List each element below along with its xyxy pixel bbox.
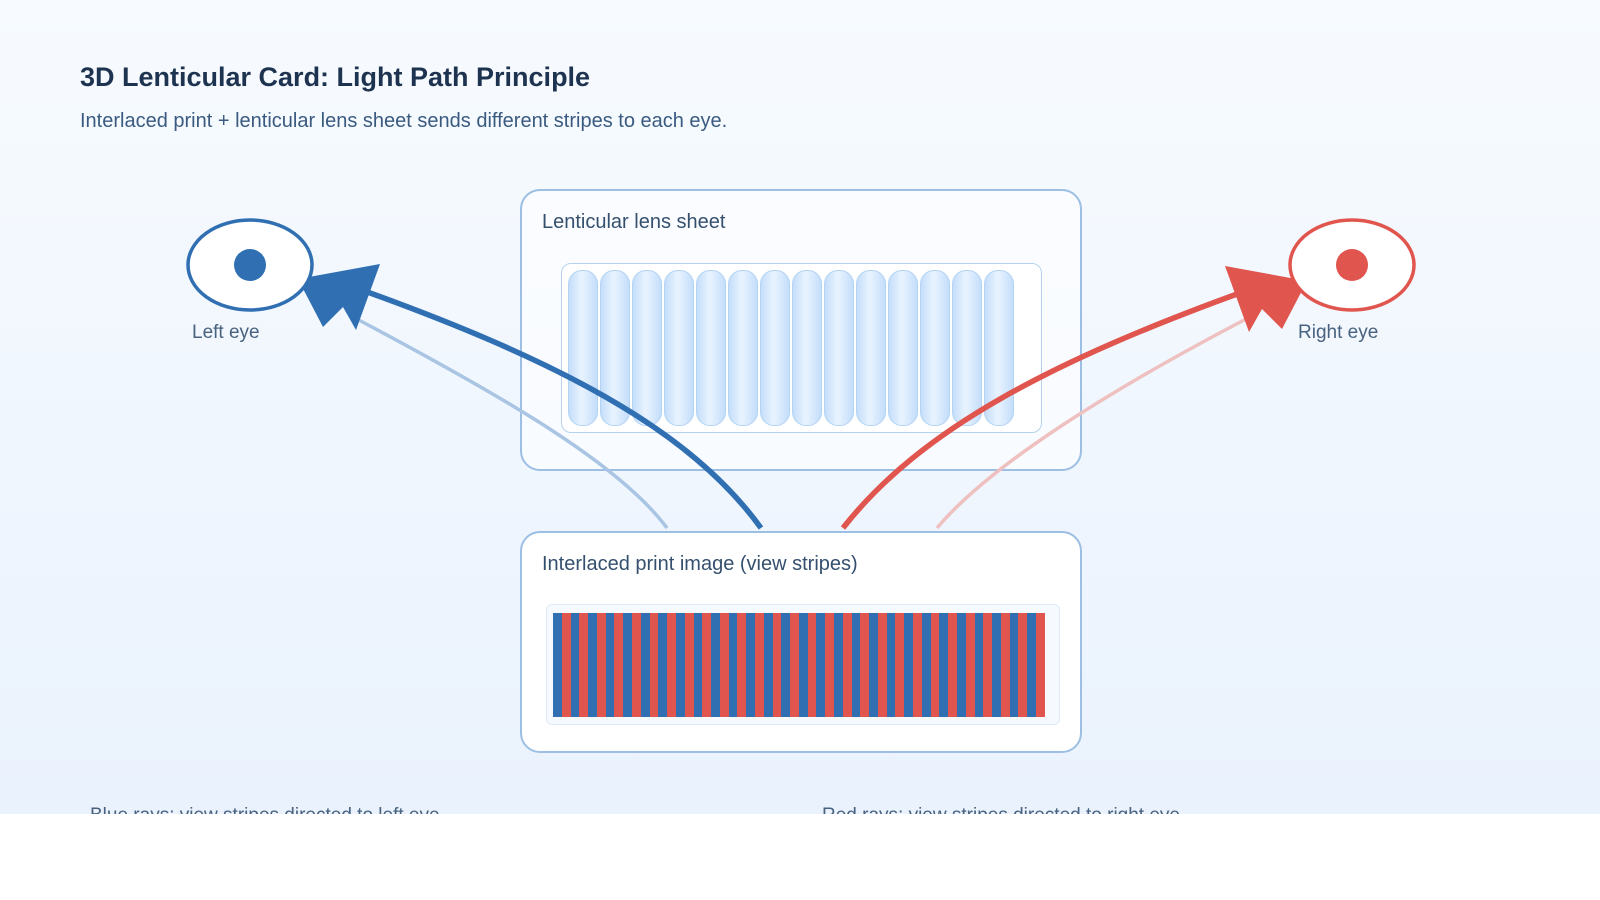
- left-eye-icon: [186, 218, 314, 312]
- lenslet: [952, 270, 982, 426]
- right-view-stripe: [913, 613, 922, 717]
- left-faint-ray: [354, 316, 669, 530]
- left-view-stripe: [693, 613, 703, 717]
- right-faint-ray: [935, 316, 1249, 530]
- right-view-stripe: [632, 613, 641, 717]
- right-view-stripe: [1000, 613, 1010, 717]
- light-path-overlay: [186, 218, 1416, 530]
- interlaced-print-label: Interlaced print image (view stripes): [542, 553, 858, 575]
- left-arrowhead: [298, 264, 380, 330]
- left-view-stripe: [921, 613, 931, 717]
- legend-left: Blue rays: view stripes directed to left…: [90, 805, 440, 814]
- right-view-stripe: [807, 613, 817, 717]
- right-view-stripe: [983, 613, 993, 717]
- right-view-stripe: [842, 613, 852, 717]
- interlaced-print-panel: Interlaced print image (view stripes): [520, 531, 1082, 753]
- left-view-stripe: [1027, 613, 1036, 717]
- page-subtitle: Interlaced print + lenticular lens sheet…: [80, 110, 728, 132]
- lenslet: [728, 270, 758, 426]
- left-main-ray: [344, 281, 764, 530]
- right-view-stripe: [965, 613, 975, 717]
- left-view-stripe: [746, 613, 755, 717]
- left-view-stripe: [974, 613, 984, 717]
- left-view-stripe: [658, 613, 668, 717]
- left-view-stripe: [781, 613, 791, 717]
- right-view-stripe: [930, 613, 940, 717]
- lenslet: [792, 270, 822, 426]
- left-view-stripe: [640, 613, 650, 717]
- right-view-stripe: [1035, 613, 1045, 717]
- right-view-stripe: [737, 613, 747, 717]
- right-view-stripe: [772, 613, 782, 717]
- left-view-stripe: [869, 613, 878, 717]
- lens-sheet-panel: Lenticular lens sheet: [520, 189, 1082, 471]
- lenslet: [696, 270, 726, 426]
- right-eye-label: Right eye: [1298, 322, 1379, 343]
- page-title: 3D Lenticular Card: Light Path Principle: [80, 62, 591, 92]
- right-view-stripe: [649, 613, 659, 717]
- lenslet: [856, 270, 886, 426]
- lenslet: [664, 270, 694, 426]
- lenslet: [824, 270, 854, 426]
- right-view-stripe: [825, 613, 834, 717]
- lenslet: [568, 270, 598, 426]
- left-view-stripe: [570, 613, 580, 717]
- right-view-stripe: [790, 613, 799, 717]
- lenslet: [920, 270, 950, 426]
- legend-right: Red rays: view stripes directed to right…: [822, 805, 1180, 814]
- diagram-canvas: 3D Lenticular Card: Light Path Principle…: [0, 0, 1600, 814]
- right-arrowhead: [1225, 266, 1307, 332]
- lens-sheet: [561, 263, 1042, 433]
- right-view-stripe: [860, 613, 870, 717]
- right-view-stripe: [684, 613, 694, 717]
- left-view-stripe: [588, 613, 597, 717]
- left-view-stripe: [798, 613, 808, 717]
- left-view-stripe: [904, 613, 914, 717]
- right-view-stripe: [667, 613, 676, 717]
- view-stripes: [553, 613, 1045, 717]
- lens-sheet-label: Lenticular lens sheet: [542, 211, 726, 233]
- left-view-stripe: [939, 613, 949, 717]
- lenslet: [888, 270, 918, 426]
- right-view-stripe: [1018, 613, 1028, 717]
- lenslet: [760, 270, 790, 426]
- left-view-stripe: [992, 613, 1001, 717]
- left-view-stripe: [553, 613, 562, 717]
- left-view-stripe: [851, 613, 861, 717]
- lenslet: [632, 270, 662, 426]
- left-view-stripe: [675, 613, 685, 717]
- left-view-stripe: [711, 613, 720, 717]
- right-view-stripe: [614, 613, 624, 717]
- right-view-stripe: [948, 613, 957, 717]
- interlaced-print: [546, 604, 1060, 725]
- right-view-stripe: [702, 613, 712, 717]
- right-eye-icon: [1288, 218, 1416, 312]
- left-view-stripe: [605, 613, 615, 717]
- right-view-stripe: [561, 613, 571, 717]
- right-view-stripe: [754, 613, 764, 717]
- right-view-stripe: [895, 613, 905, 717]
- left-eye-label: Left eye: [192, 322, 260, 343]
- left-view-stripe: [834, 613, 843, 717]
- left-view-stripe: [728, 613, 738, 717]
- left-view-stripe: [623, 613, 633, 717]
- right-view-stripe: [719, 613, 729, 717]
- right-main-ray: [840, 281, 1266, 530]
- left-view-stripe: [763, 613, 773, 717]
- left-view-stripe: [816, 613, 826, 717]
- right-view-stripe: [596, 613, 606, 717]
- right-view-stripe: [579, 613, 589, 717]
- left-view-stripe: [956, 613, 966, 717]
- left-view-stripe: [886, 613, 896, 717]
- lenslet-row: [568, 270, 1014, 426]
- right-view-stripe: [877, 613, 887, 717]
- left-view-stripe: [1009, 613, 1019, 717]
